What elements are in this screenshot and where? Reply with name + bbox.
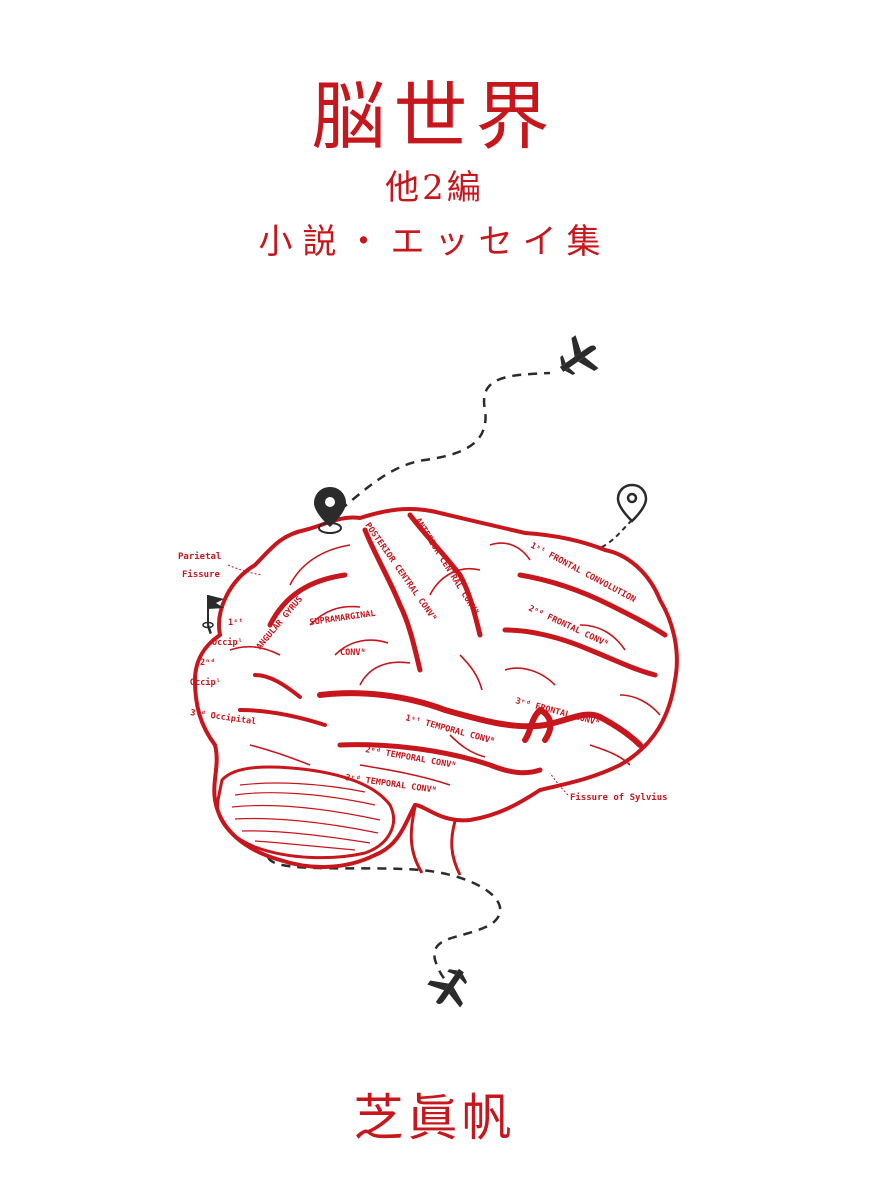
- label-second-occipital: 2ⁿᵈ: [200, 658, 215, 668]
- flag-icon: [202, 595, 224, 629]
- book-subtitle: 他2編: [385, 168, 484, 208]
- airplane-icon: [427, 968, 468, 1008]
- label-parietal: Parietal: [178, 551, 221, 562]
- brain-sulci: [238, 512, 668, 776]
- airplane-icon: [559, 335, 599, 376]
- brain-map-illustration: Parietal Fissure ANGULAR GYRUS POSTERIOR…: [178, 335, 679, 1008]
- book-title: 脳世界: [311, 74, 558, 160]
- label-second-occipital-word: Occipˡ: [190, 677, 221, 688]
- label-first-occipital: 1ˢᵗ: [228, 618, 243, 628]
- label-leaders: [227, 564, 569, 796]
- travel-path-top: [339, 371, 551, 511]
- map-pin-icon: [314, 487, 346, 534]
- label-fissure-sylvius: Fissure of Sylvius: [570, 792, 668, 803]
- label-first-occipital-word: Occipˡ: [212, 637, 243, 648]
- label-supramarginal-conv: CONVᴺ: [340, 648, 366, 658]
- cerebellum-folds: [231, 782, 381, 851]
- map-pin-outline-icon: [616, 483, 648, 523]
- brain-outline: [192, 507, 679, 869]
- book-genre: 小説・エッセイ集: [258, 222, 611, 262]
- brain-stem: [409, 806, 462, 876]
- cerebellum: [216, 765, 396, 860]
- label-fissure: Fissure: [182, 569, 221, 580]
- book-author: 芝眞帆: [353, 1089, 516, 1147]
- brain-gyri-detail: [229, 542, 661, 786]
